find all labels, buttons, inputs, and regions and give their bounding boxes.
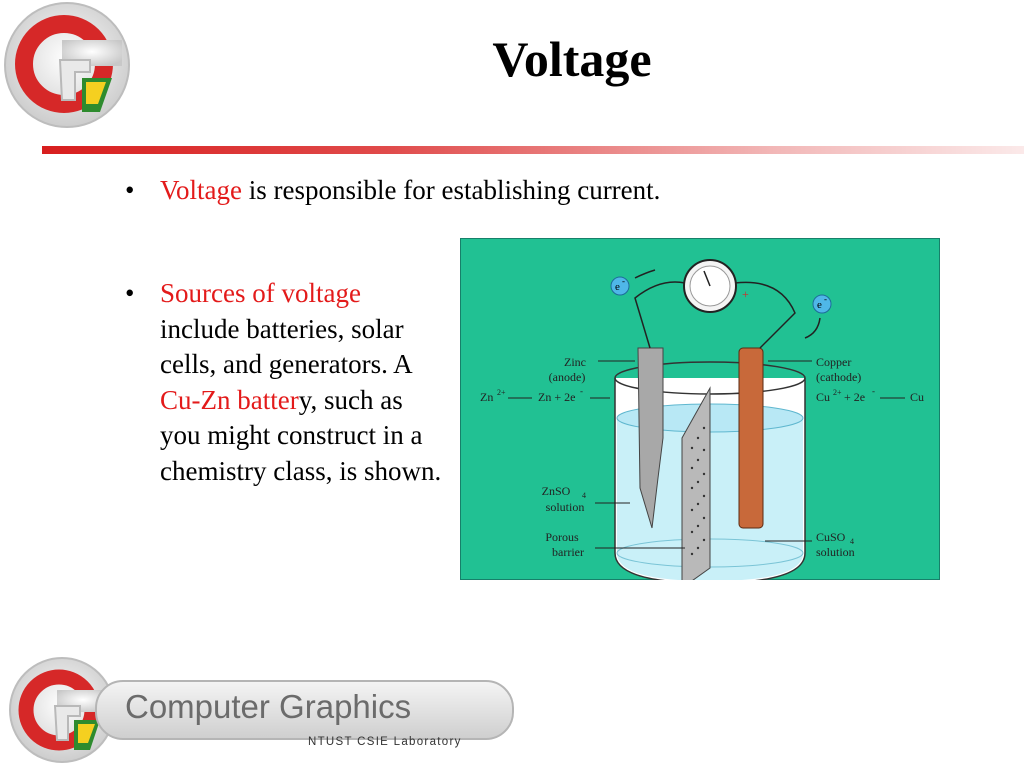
slide-title: Voltage xyxy=(492,31,652,87)
bullet-dot: • xyxy=(125,175,135,205)
cathode-label: (cathode) xyxy=(816,370,861,384)
cu-ion-charge: 2+ xyxy=(833,388,842,397)
cu-zn-battery-diagram: + e - e - Zinc (anode) Zn 2+ Zn + 2e - Z… xyxy=(460,238,940,589)
bullet-2-text-1: include batteries, solar cells, and gene… xyxy=(160,313,412,380)
bullet-dot: • xyxy=(125,278,135,308)
bullet-2-text-2: y, such as you might construct in a chem… xyxy=(160,384,442,486)
zn-ion-label: Zn xyxy=(480,390,493,404)
cu-ion-label: Cu xyxy=(816,390,830,404)
bullet-2-highlight-2: Cu-Zn batter xyxy=(160,384,299,415)
cu-electron-minus: - xyxy=(872,386,875,396)
zn-electron-minus: - xyxy=(580,386,583,396)
cuso4-subscript: 4 xyxy=(850,537,854,546)
porous-label: Porous xyxy=(545,530,579,544)
footer-lab: NTUST CSIE Laboratory xyxy=(308,736,462,748)
zn-ion-charge: 2+ xyxy=(497,388,506,397)
electron-right-minus: - xyxy=(824,294,827,304)
znso4-subscript: 4 xyxy=(582,491,586,500)
znso4-label: ZnSO xyxy=(542,484,571,498)
footer-brand-banner xyxy=(95,680,514,740)
bullet-1-highlight: Voltage xyxy=(160,175,242,205)
footer-brand: Computer Graphics xyxy=(125,688,412,725)
bullet-2-highlight: Sources of voltage xyxy=(160,278,361,308)
title-area: Voltage xyxy=(0,0,1024,120)
bullet-1: • Voltage is responsible for establishin… xyxy=(125,173,860,209)
electron-right-label: e xyxy=(817,299,822,311)
cuso4-label: CuSO xyxy=(816,530,846,544)
cu-product-label: Cu xyxy=(910,390,924,404)
cg-logo-bottom xyxy=(0,650,130,768)
cu-reactant-label: + 2e xyxy=(844,390,865,404)
cg-logo-top xyxy=(0,0,140,140)
cuso4-solution-label: solution xyxy=(816,545,855,559)
zn-product-label: Zn + 2e xyxy=(538,390,575,404)
bullet-1-text: is responsible for establishing current. xyxy=(242,175,661,205)
plus-sign: + xyxy=(742,287,749,301)
zinc-label: Zinc xyxy=(564,355,586,369)
anode-label: (anode) xyxy=(549,370,586,384)
title-divider xyxy=(42,146,1024,154)
electron-left-label: e xyxy=(615,281,620,293)
copper-label: Copper xyxy=(816,355,851,369)
electron-left-minus: - xyxy=(622,276,625,286)
barrier-label: barrier xyxy=(552,545,584,559)
znso4-solution-label: solution xyxy=(546,500,585,514)
bullet-2: • Sources of voltage include batteries, … xyxy=(125,276,445,489)
